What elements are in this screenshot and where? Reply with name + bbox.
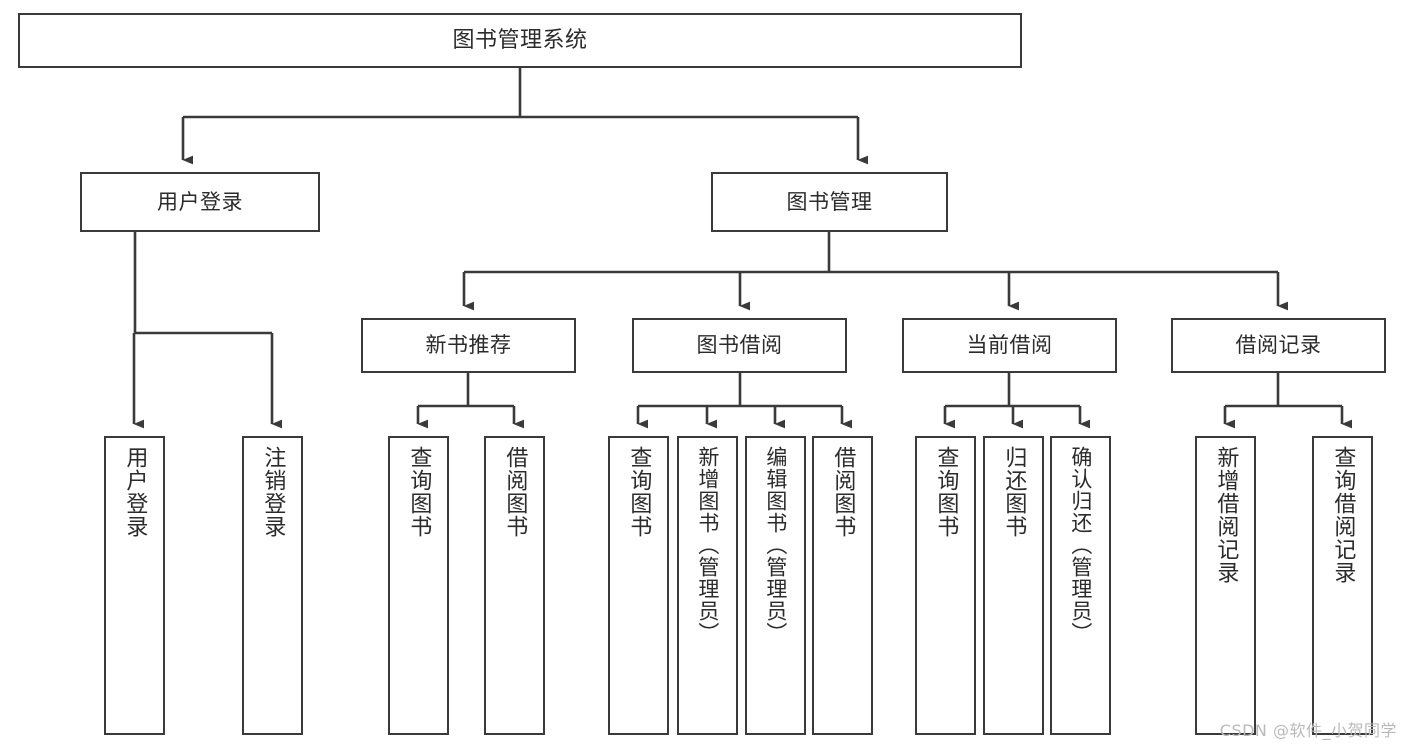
node-leaf-confirm-return[interactable]: 确认归还（管理员）: [1050, 436, 1111, 735]
node-leaf-add-record-label: 新增借阅记录: [1213, 446, 1239, 584]
node-user-login[interactable]: 用户登录: [80, 172, 320, 232]
node-leaf-add-record[interactable]: 新增借阅记录: [1195, 436, 1256, 735]
node-leaf-borrow-book-1[interactable]: 借阅图书: [484, 436, 545, 735]
node-leaf-confirm-return-label: 确认归还（管理员）: [1068, 446, 1093, 644]
node-leaf-query-book-1[interactable]: 查询图书: [388, 436, 449, 735]
node-leaf-return-book-label: 归还图书: [1001, 446, 1027, 538]
node-leaf-edit-book-label: 编辑图书（管理员）: [763, 446, 788, 644]
node-leaf-query-record[interactable]: 查询借阅记录: [1312, 436, 1373, 735]
node-leaf-query-book-2-label: 查询图书: [626, 446, 652, 538]
node-leaf-query-book-1-label: 查询图书: [406, 446, 432, 538]
node-book-borrow-label: 图书借阅: [696, 333, 783, 358]
node-new-book-recommend[interactable]: 新书推荐: [361, 318, 576, 373]
node-new-book-recommend-label: 新书推荐: [425, 333, 512, 358]
node-leaf-borrow-book-1-label: 借阅图书: [502, 446, 528, 538]
node-leaf-add-book-label: 新增图书（管理员）: [695, 446, 720, 644]
node-current-borrow-label: 当前借阅: [966, 333, 1053, 358]
node-borrow-record-label: 借阅记录: [1235, 333, 1322, 358]
node-book-manage-label: 图书管理: [786, 189, 873, 214]
node-root-label: 图书管理系统: [452, 27, 588, 53]
node-leaf-query-book-3-label: 查询图书: [933, 446, 959, 538]
node-leaf-logout-login-label: 注销登录: [260, 446, 286, 538]
node-leaf-query-record-label: 查询借阅记录: [1330, 446, 1356, 584]
node-leaf-borrow-book-2[interactable]: 借阅图书: [812, 436, 873, 735]
node-current-borrow[interactable]: 当前借阅: [902, 318, 1117, 373]
watermark: CSDN @软件_小贺同学: [1219, 721, 1397, 740]
node-leaf-borrow-book-2-label: 借阅图书: [830, 446, 856, 538]
node-borrow-record[interactable]: 借阅记录: [1171, 318, 1386, 373]
node-leaf-query-book-2[interactable]: 查询图书: [608, 436, 669, 735]
node-leaf-logout-login[interactable]: 注销登录: [242, 436, 303, 735]
node-book-manage[interactable]: 图书管理: [711, 172, 948, 232]
node-leaf-edit-book[interactable]: 编辑图书（管理员）: [745, 436, 806, 735]
node-leaf-query-book-3[interactable]: 查询图书: [915, 436, 976, 735]
node-book-borrow[interactable]: 图书借阅: [632, 318, 847, 373]
node-leaf-user-login[interactable]: 用户登录: [104, 436, 165, 735]
node-leaf-return-book[interactable]: 归还图书: [983, 436, 1044, 735]
node-root[interactable]: 图书管理系统: [18, 13, 1022, 68]
node-leaf-add-book[interactable]: 新增图书（管理员）: [677, 436, 738, 735]
node-user-login-label: 用户登录: [157, 189, 243, 214]
node-leaf-user-login-label: 用户登录: [122, 446, 148, 538]
